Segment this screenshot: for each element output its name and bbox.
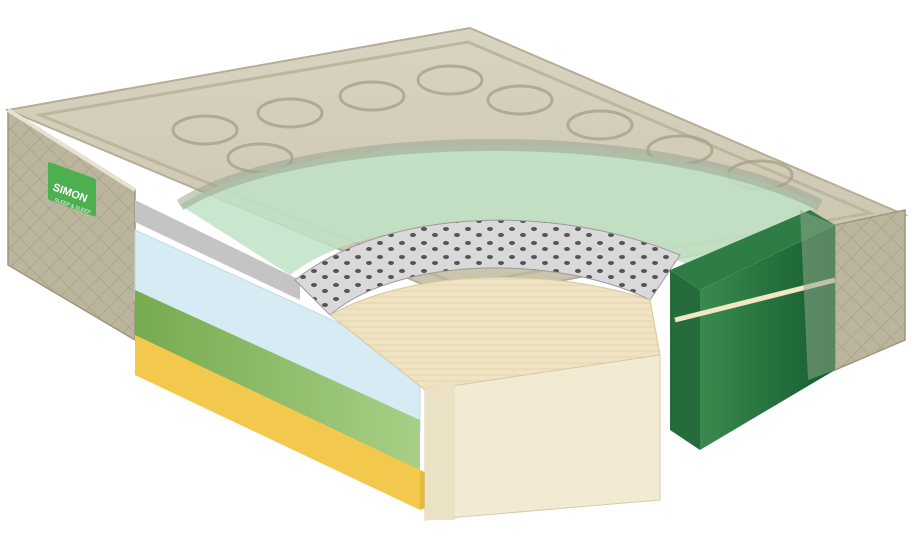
brand-label: SIMON SLEEP & SLEEP — [48, 162, 96, 217]
comfort-foam-arc — [176, 138, 823, 275]
foam-layers-stack — [134, 200, 455, 510]
fiber-support-wedge — [329, 276, 661, 521]
right-side-panel — [834, 209, 906, 372]
left-side-panel — [6, 108, 137, 342]
edge-support-block — [670, 210, 836, 450]
perforated-latex-layer — [294, 219, 681, 316]
